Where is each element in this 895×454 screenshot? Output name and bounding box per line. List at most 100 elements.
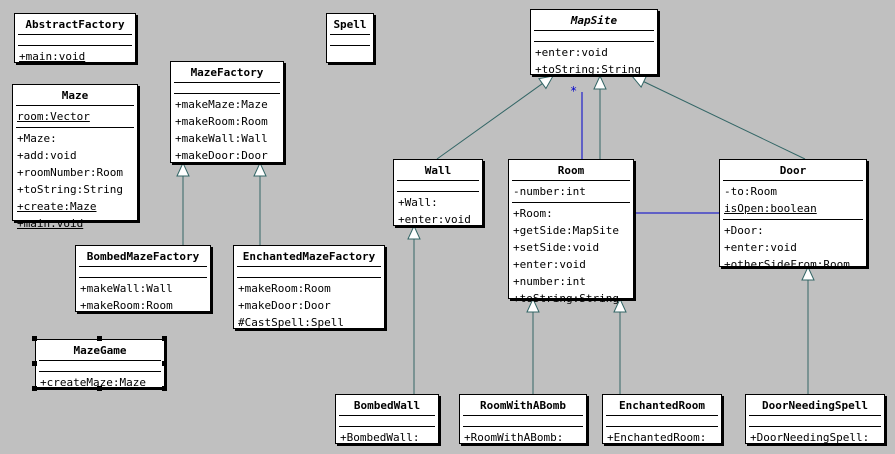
compartment-divider	[18, 45, 132, 46]
compartment-divider	[174, 82, 280, 83]
class-enchanted-room[interactable]: EnchantedRoom+EnchantedRoom:	[602, 394, 722, 444]
operation-row[interactable]: +add:void	[17, 149, 77, 162]
operation-row[interactable]: +makeRoom:Room	[80, 299, 173, 312]
operation-row[interactable]: +enter:void	[513, 258, 586, 271]
compartment-divider	[397, 180, 479, 181]
selection-handle[interactable]	[97, 336, 102, 341]
operation-row[interactable]: +Door:	[724, 224, 764, 237]
edge-wall-to-mapsite[interactable]	[436, 83, 543, 160]
attributes-compartment: -to:Room isOpen:boolean	[720, 181, 866, 219]
operation-row[interactable]: #CastSpell:Spell	[238, 316, 344, 329]
attribute-row[interactable]: isOpen:boolean	[724, 202, 817, 215]
attributes-compartment: -number:int	[509, 181, 633, 202]
operation-row[interactable]: +DoorNeedingSpell:	[750, 431, 870, 444]
operation-row[interactable]: +roomNumber:Room	[17, 166, 123, 179]
class-room[interactable]: Room -number:int +Room: +getSide:MapSite +se…	[508, 159, 634, 305]
attributes-compartment: room:Vector	[13, 106, 137, 127]
operations-compartment: +makeMaze:Maze +makeRoom:Room +makeWall:Wa…	[171, 94, 283, 166]
class-maze[interactable]: Maze room:Vector+Maze:+add:void+roomNumb…	[12, 84, 138, 230]
generalization-arrowhead	[407, 224, 421, 240]
operation-row[interactable]: +RoomWithABomb:	[464, 431, 564, 444]
operation-row[interactable]: +toString:String	[17, 183, 123, 196]
operation-row[interactable]: +getSide:MapSite	[513, 224, 619, 237]
generalization-arrowhead	[176, 161, 190, 177]
operations-compartment: +Room: +getSide:MapSite +setSide:void +ente…	[509, 203, 633, 309]
operation-row[interactable]: +Room:	[513, 207, 553, 220]
operations-compartment: +DoorNeedingSpell:	[746, 427, 884, 448]
operation-row[interactable]: +main:void	[19, 50, 86, 63]
class-bombed-maze-factory[interactable]: BombedMazeFactory+makeWall:Wall+makeRoom…	[75, 245, 211, 312]
compartment-divider	[723, 180, 863, 181]
selection-handle[interactable]	[162, 361, 167, 366]
selection-handle[interactable]	[162, 386, 167, 391]
class-map-site[interactable]: MapSite+enter:void+toString:String	[530, 9, 658, 76]
operation-row[interactable]: +makeMaze:Maze	[175, 98, 268, 111]
edge-door-to-mapsite[interactable]	[643, 81, 806, 160]
operations-compartment: +Maze: +add:void +roomNumber:Room +toString…	[13, 128, 137, 234]
class-spell[interactable]: Spell	[326, 13, 374, 63]
operation-row[interactable]: +otherSideFrom:Room	[724, 258, 850, 271]
compartment-divider	[606, 415, 718, 416]
class-enchanted-maze-factory[interactable]: EnchantedMazeFactory+makeRoom:Room+makeD…	[233, 245, 385, 329]
compartment-divider	[723, 219, 863, 220]
selection-handle[interactable]	[32, 336, 37, 341]
operation-row[interactable]: +makeRoom:Room	[175, 115, 268, 128]
compartment-divider	[39, 360, 161, 361]
compartment-divider	[512, 180, 630, 181]
compartment-divider	[237, 266, 381, 267]
class-abstract-factory[interactable]: AbstractFactory+main:void	[14, 13, 136, 63]
operation-row[interactable]: +Maze:	[17, 132, 57, 145]
operation-row[interactable]: +create:Maze	[17, 200, 97, 213]
operation-row[interactable]: +setSide:void	[513, 241, 600, 254]
operation-row[interactable]: +createMaze:Maze	[40, 376, 146, 389]
operation-row[interactable]: +enter:void	[724, 241, 797, 254]
operation-row[interactable]: +enter:void	[535, 46, 608, 59]
operation-row[interactable]: +makeDoor:Door	[238, 299, 331, 312]
generalization-arrowhead	[253, 161, 267, 177]
multiplicity-label: *	[570, 84, 577, 98]
operation-row[interactable]: +makeWall:Wall	[175, 132, 268, 145]
class-door[interactable]: Door-to:Room isOpen:boolean+Door:+enter:…	[719, 159, 867, 271]
compartment-divider	[16, 127, 134, 128]
class-maze-factory[interactable]: MazeFactory+makeMaze:Maze+makeRoom:Room+…	[170, 61, 284, 163]
class-door-needing-spell[interactable]: DoorNeedingSpell+DoorNeedingSpell:	[745, 394, 885, 444]
attributes-compartment	[746, 416, 884, 426]
operation-row[interactable]: +EnchantedRoom:	[607, 431, 707, 444]
class-bombed-wall[interactable]: BombedWall+BombedWall:	[335, 394, 439, 444]
class-name: Wall	[424, 164, 452, 177]
attributes-compartment	[336, 416, 438, 426]
operation-row[interactable]: +number:int	[513, 275, 586, 288]
selection-handle[interactable]	[97, 386, 102, 391]
attributes-compartment	[15, 35, 135, 45]
operation-row[interactable]: +makeDoor:Door	[175, 149, 268, 162]
operation-row[interactable]: +makeWall:Wall	[80, 282, 173, 295]
compartment-divider	[534, 41, 654, 42]
compartment-divider	[463, 426, 583, 427]
compartment-divider	[79, 277, 207, 278]
attributes-compartment	[234, 267, 384, 277]
class-name: Room	[557, 164, 585, 177]
operation-row[interactable]: +Wall:	[398, 196, 438, 209]
operation-row[interactable]: +toString:String	[535, 63, 641, 76]
operation-row[interactable]: +BombedWall:	[340, 431, 420, 444]
operations-compartment: +main:void	[15, 46, 135, 67]
compartment-divider	[79, 266, 207, 267]
operations-compartment: +makeRoom:Room +makeDoor:Door #CastSpell:S…	[234, 278, 384, 333]
operations-compartment: +enter:void +toString:String	[531, 42, 657, 80]
class-wall[interactable]: Wall +Wall: +enter:void	[393, 159, 483, 226]
attribute-row[interactable]: -number:int	[513, 185, 586, 198]
operation-row[interactable]: +enter:void	[398, 213, 471, 226]
compartment-divider	[749, 426, 881, 427]
selection-handle[interactable]	[32, 361, 37, 366]
compartment-divider	[16, 105, 134, 106]
operation-row[interactable]: +main:void	[17, 217, 84, 230]
operation-row[interactable]: +toString:String	[513, 292, 619, 305]
selection-handle[interactable]	[32, 386, 37, 391]
attribute-row[interactable]: room:Vector	[17, 110, 90, 123]
class-maze-game[interactable]: MazeGame+createMaze:Maze	[35, 339, 165, 389]
operation-row[interactable]: +makeRoom:Room	[238, 282, 331, 295]
compartment-divider	[330, 45, 370, 46]
attribute-row[interactable]: -to:Room	[724, 185, 777, 198]
class-room-with-a-bomb[interactable]: RoomWithABomb+RoomWithABomb:	[459, 394, 587, 444]
selection-handle[interactable]	[162, 336, 167, 341]
